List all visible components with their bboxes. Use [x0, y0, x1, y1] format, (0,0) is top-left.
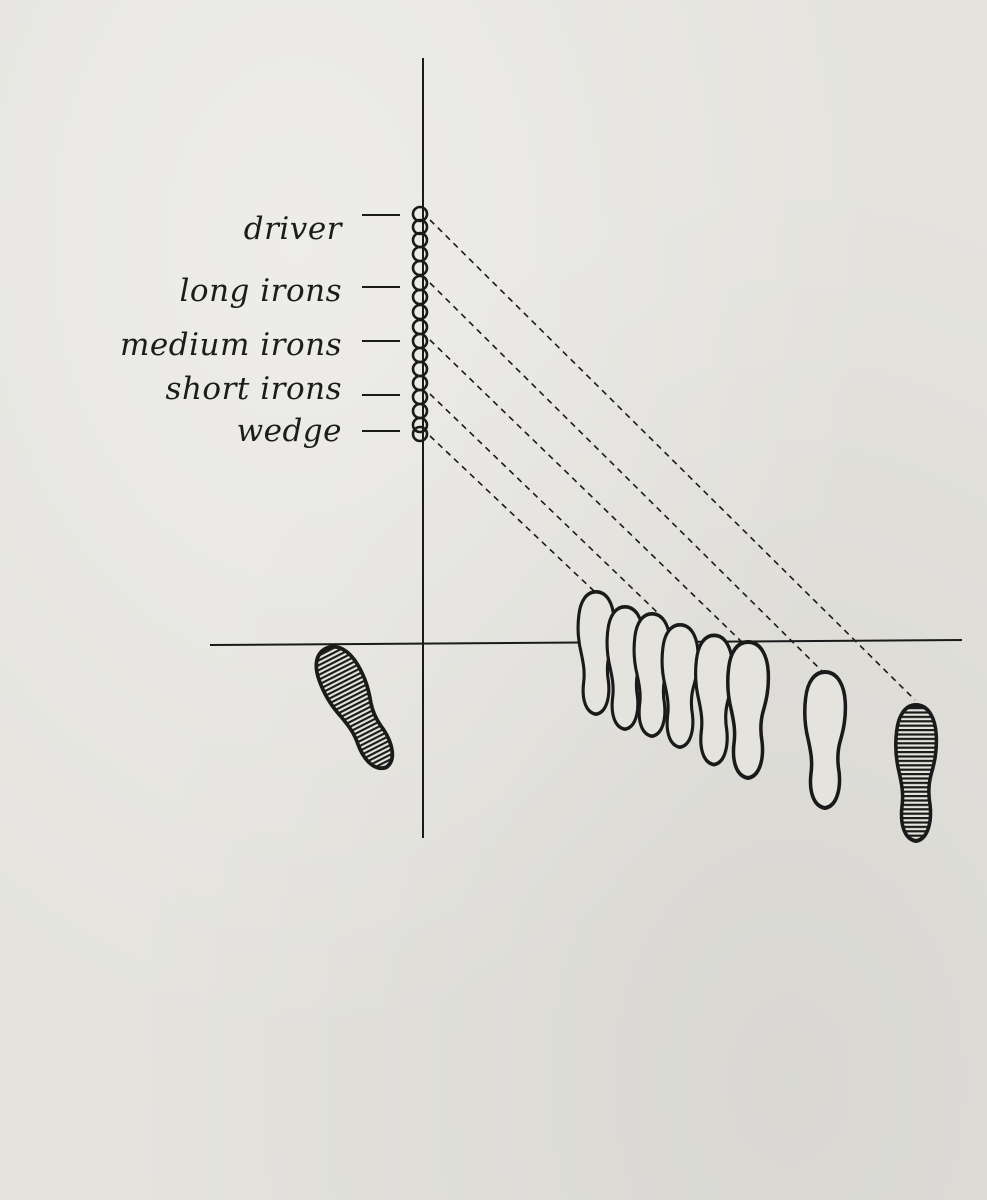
label-medium-irons: medium irons: [120, 327, 342, 363]
ball-position: [411, 288, 429, 306]
ball-position: [411, 416, 429, 434]
ball-position: [411, 332, 429, 350]
right-foot-positions: [576, 589, 848, 810]
ball-position: [411, 274, 429, 292]
ball-position: [411, 360, 429, 378]
ball-position: [411, 402, 429, 420]
ball-position: [411, 388, 429, 406]
label-driver: driver: [244, 211, 344, 247]
guide-line: [429, 435, 596, 593]
left-foot-hatched: [304, 637, 408, 779]
foot-outline: [660, 622, 700, 750]
right-foot-hatched: [893, 703, 939, 843]
ball-position: [411, 318, 429, 336]
ball-position: [411, 245, 429, 263]
foot-outline: [693, 633, 735, 767]
ball-position: [411, 303, 429, 321]
label-wedge: wedge: [237, 413, 342, 449]
ball-positions: [411, 205, 429, 443]
guide-line: [429, 219, 916, 701]
guide-line: [429, 282, 824, 673]
ball-position: [411, 259, 429, 277]
ball-position: [411, 425, 429, 443]
label-long-irons: long irons: [179, 273, 342, 309]
label-short-irons: short irons: [166, 371, 342, 407]
guide-line: [429, 393, 661, 616]
guide-lines: [429, 219, 916, 701]
ball-position: [411, 346, 429, 364]
guide-line: [429, 339, 746, 646]
foot-outline: [802, 670, 848, 810]
foot-outline: [725, 640, 771, 780]
ball-position: [411, 374, 429, 392]
